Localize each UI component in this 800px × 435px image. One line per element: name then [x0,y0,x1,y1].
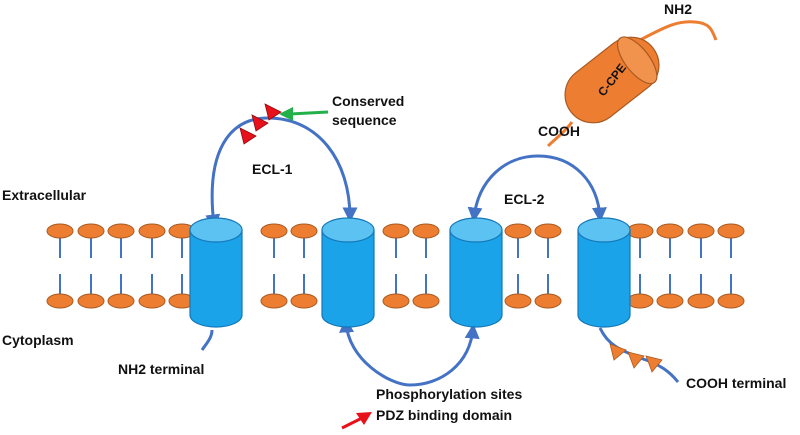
lipid-head-upper [626,223,654,239]
c-cpe-cooh-tail [546,121,574,148]
lipid-head-upper [717,223,745,239]
transmembrane-helix-3 [449,217,503,328]
transmembrane-helix-2 [321,217,375,328]
transmembrane-helix-4 [577,217,631,328]
lipid-head-upper [46,223,74,239]
lipid-head-upper [138,223,166,239]
lipid-head-upper [656,223,684,239]
pdz-binding-domain-label: PDZ binding domain [376,407,512,423]
conserved-label-line1: Conserved [332,93,404,109]
lipid-head-upper [412,223,440,239]
ecl2-label: ECL-2 [504,191,545,207]
conserved-label-line2: sequence [332,112,397,128]
red-arrow-icon [341,412,372,430]
phosphorylation-site-markers [609,343,663,373]
lipid-head-upper [534,223,562,239]
lipid-head-lower [626,293,654,309]
conserved-sequence-markers [239,103,282,145]
c-cpe-nh2-tail [639,20,718,42]
lipid-head-lower [290,293,318,309]
lipid-head-lower [260,293,288,309]
extracellular-label: Extracellular [2,187,87,203]
lipid-head-lower [382,293,410,309]
lipid-head-lower [46,293,74,309]
cooh-terminal-label: COOH terminal [686,375,786,391]
lipid-head-lower [534,293,562,309]
transmembrane-helix-1 [189,217,243,328]
lipid-head-lower [138,293,166,309]
lipid-head-upper [107,223,135,239]
lipid-head-lower [717,293,745,309]
lipid-bilayer [46,223,745,309]
lipid-head-lower [77,293,105,309]
nh2-tail [200,329,214,351]
green-arrow-icon [279,107,329,121]
c-cpe-molecule: C-CPE [546,20,718,148]
lipid-head-upper [260,223,288,239]
lipid-head-lower [412,293,440,309]
lipid-head-lower [107,293,135,309]
lipid-head-upper [77,223,105,239]
lipid-head-upper [504,223,532,239]
lipid-head-upper [687,223,715,239]
lipid-head-upper [382,223,410,239]
lipid-head-lower [504,293,532,309]
ecl1-label: ECL-1 [252,161,293,177]
cytoplasm-label: Cytoplasm [2,332,74,348]
lipid-head-lower [687,293,715,309]
ecl1-loop [205,116,358,230]
lipid-head-lower [656,293,684,309]
c-cpe-cooh-label: COOH [538,123,580,139]
phosphorylation-sites-label: Phosphorylation sites [376,386,522,402]
c-cpe-nh2-label: NH2 [664,1,692,17]
intracellular-loop [339,317,480,387]
ecl2-loop [467,154,607,223]
lipid-head-upper [290,223,318,239]
nh2-terminal-label: NH2 terminal [118,361,204,377]
